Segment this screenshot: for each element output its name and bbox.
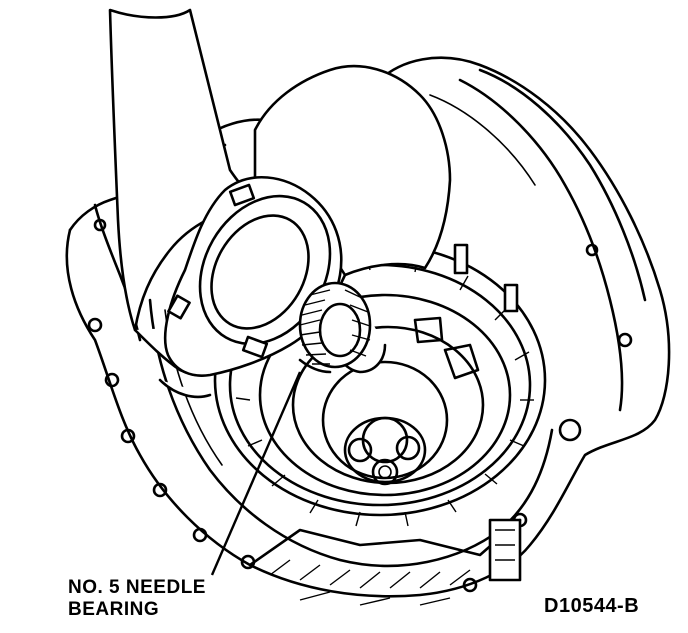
callout-line-2: BEARING [68, 599, 160, 620]
figure-id: D10544-B [544, 595, 640, 617]
clutch-drum [213, 223, 547, 527]
valve-body [248, 518, 522, 606]
callout-label: NO. 5 NEEDLE BEARING [68, 577, 206, 621]
callout-line-1: NO. 5 NEEDLE [68, 577, 206, 598]
callout-leader-line [210, 371, 302, 576]
gear-assembly [163, 176, 372, 377]
splined-gear [298, 281, 372, 369]
